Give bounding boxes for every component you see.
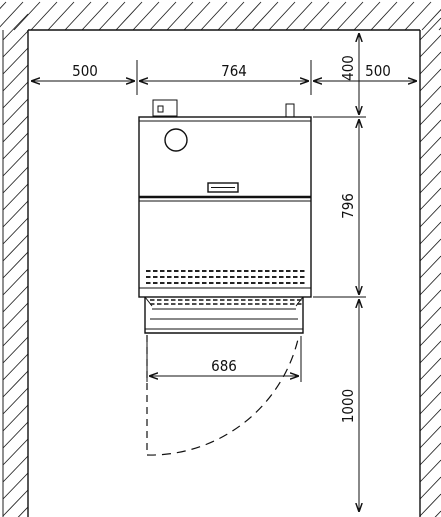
- top-vent-pipe: [285, 103, 295, 118]
- right-wall: [419, 17, 441, 517]
- oven-door: [144, 296, 304, 334]
- label-rear-clearance: 400: [339, 55, 357, 81]
- dimension-right-clearance: 500: [313, 62, 417, 81]
- dimension-front-clearance: 1000: [339, 299, 359, 512]
- label-left-clearance: 500: [72, 62, 98, 80]
- vent-grille: [146, 270, 305, 284]
- handle: [207, 182, 239, 193]
- oven-unit: [138, 99, 312, 456]
- dimension-door-width: 686: [146, 336, 302, 382]
- back-wall: [0, 0, 441, 31]
- label-door-width: 686: [211, 357, 237, 375]
- top-fitting: [152, 99, 178, 117]
- left-wall: [2, 13, 29, 517]
- door-swing-arc: [146, 334, 300, 456]
- label-unit-width: 764: [221, 62, 247, 80]
- label-front-clearance: 1000: [339, 389, 357, 423]
- label-unit-depth: 796: [339, 193, 357, 219]
- dimension-unit-depth: 796: [313, 119, 366, 298]
- vent-circle-icon: [164, 128, 188, 152]
- dimension-unit-width: 764: [139, 60, 312, 95]
- dimension-rear-clearance: 400: [313, 33, 366, 118]
- label-right-clearance: 500: [365, 62, 391, 80]
- dimension-left-clearance: 500: [31, 60, 138, 95]
